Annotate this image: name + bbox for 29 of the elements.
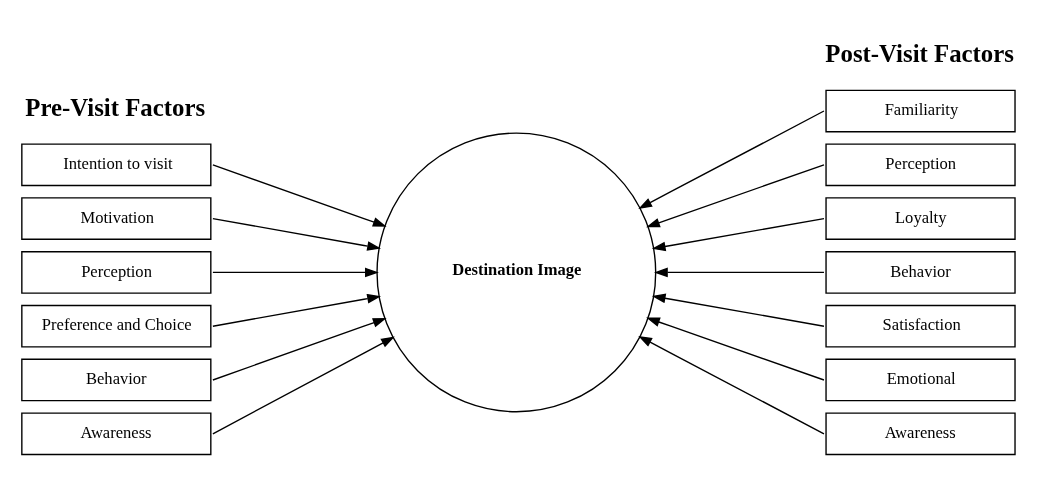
label: Pre-Visit Factors bbox=[25, 93, 206, 121]
arrow bbox=[646, 164, 825, 228]
node-box: Awareness bbox=[825, 412, 1016, 456]
arrow bbox=[654, 267, 825, 278]
node-box: Behavior bbox=[21, 358, 212, 402]
node-box: Familiarity bbox=[825, 89, 1016, 133]
arrow bbox=[212, 267, 379, 278]
node-box: Preference and Choice bbox=[21, 304, 212, 348]
arrow bbox=[651, 293, 825, 327]
node-box: Emotional bbox=[825, 358, 1016, 402]
arrow bbox=[212, 164, 387, 227]
node-box: Motivation bbox=[21, 197, 212, 240]
node-box: Loyalty bbox=[825, 197, 1016, 240]
node-box: Behavior bbox=[825, 251, 1016, 294]
arrow bbox=[638, 110, 825, 209]
arrow bbox=[212, 318, 387, 381]
arrow bbox=[212, 336, 395, 435]
label: Post-Visit Factors bbox=[825, 39, 1014, 67]
node-box: Satisfaction bbox=[825, 304, 1016, 348]
arrow bbox=[646, 317, 825, 381]
arrow bbox=[212, 293, 381, 327]
node-box: Perception bbox=[21, 251, 212, 294]
arrow bbox=[212, 217, 381, 251]
arrow bbox=[638, 335, 825, 435]
node-box: Intention to visit bbox=[21, 143, 212, 187]
arrow bbox=[651, 217, 825, 252]
node-box: Awareness bbox=[21, 412, 212, 456]
node-box: Perception bbox=[825, 143, 1016, 187]
node-circle: Destination Image bbox=[376, 132, 657, 413]
